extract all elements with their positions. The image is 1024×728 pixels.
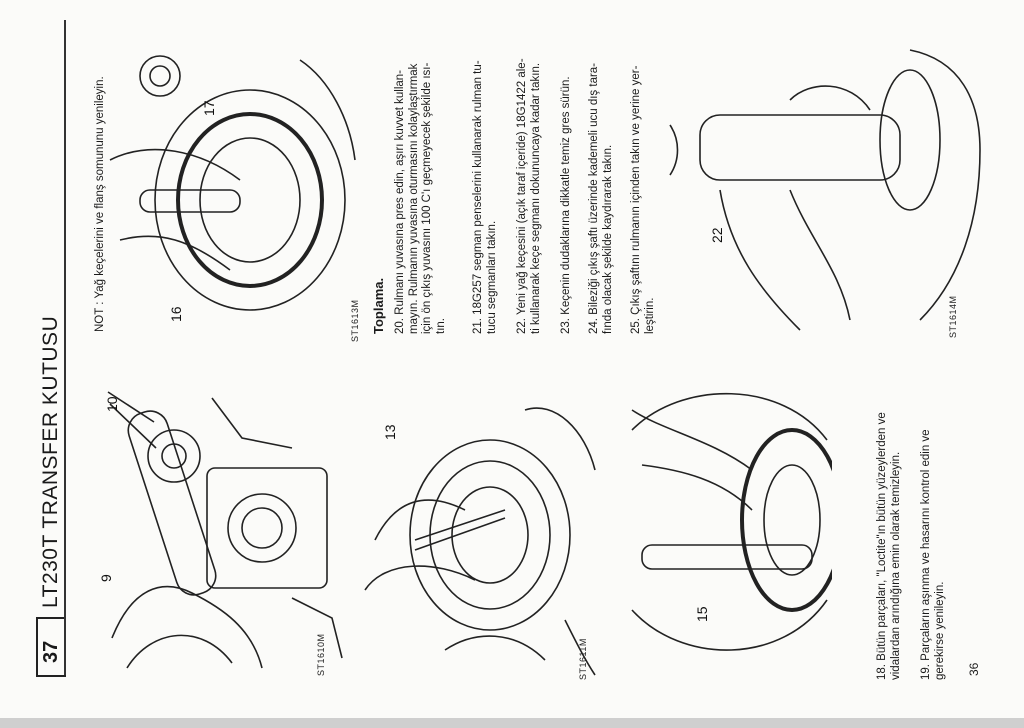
callout-9: 9 <box>98 574 114 582</box>
callout-22: 22 <box>709 227 725 243</box>
step-24: 24. Bileziği çıkış şaftı üzerinde kademe… <box>588 62 614 334</box>
figure-code-st1611m: ST1611M <box>578 638 588 680</box>
step-21: 21. 18G257 segman penselerini kullanarak… <box>472 60 498 334</box>
step-25: 25. Çıkış şaftını rulmanın içinden takın… <box>630 65 656 334</box>
figure-ratchet-wrench <box>107 391 343 669</box>
figure-shaft-rod <box>631 392 832 651</box>
figure-code-st1614m: ST1614M <box>948 295 958 338</box>
figure-drift-tool <box>669 49 981 331</box>
page-number: 37 <box>40 640 62 663</box>
figure-code-st1613m: ST1613M <box>350 299 360 342</box>
callout-13: 13 <box>382 424 398 440</box>
figure-code-st1610m: ST1610M <box>316 633 326 676</box>
step-19: 19. Parçaların aşınma ve hasarını kontro… <box>920 429 946 680</box>
step-20: 20. Rulmanı yuvasına pres edin, aşırı ku… <box>394 62 447 334</box>
footer-page-label: 36 <box>967 662 981 676</box>
figure-seal-pliers <box>364 407 596 676</box>
callout-17: 17 <box>201 100 217 116</box>
scan-edge <box>0 718 1024 728</box>
header-rule <box>64 20 66 675</box>
section-title: Toplama. <box>371 277 386 334</box>
step-22: 22. Yeni yağ keçesini (açık taraf içerid… <box>516 58 542 334</box>
callout-16: 16 <box>168 306 184 322</box>
step-18: 18. Bütün parçaları, "Loctite"ın bütün y… <box>876 412 902 680</box>
page-title: LT230T TRANSFER KUTUSU <box>39 315 62 608</box>
callout-15: 15 <box>694 606 710 622</box>
note-text: NOT : Yağ keçelerini ve flanş somununu y… <box>94 76 106 332</box>
step-23: 23. Keçenin dudaklarına dikkatle temiz g… <box>560 76 572 334</box>
figure-seal-removal <box>109 55 356 311</box>
callout-10: 10 <box>104 396 120 412</box>
